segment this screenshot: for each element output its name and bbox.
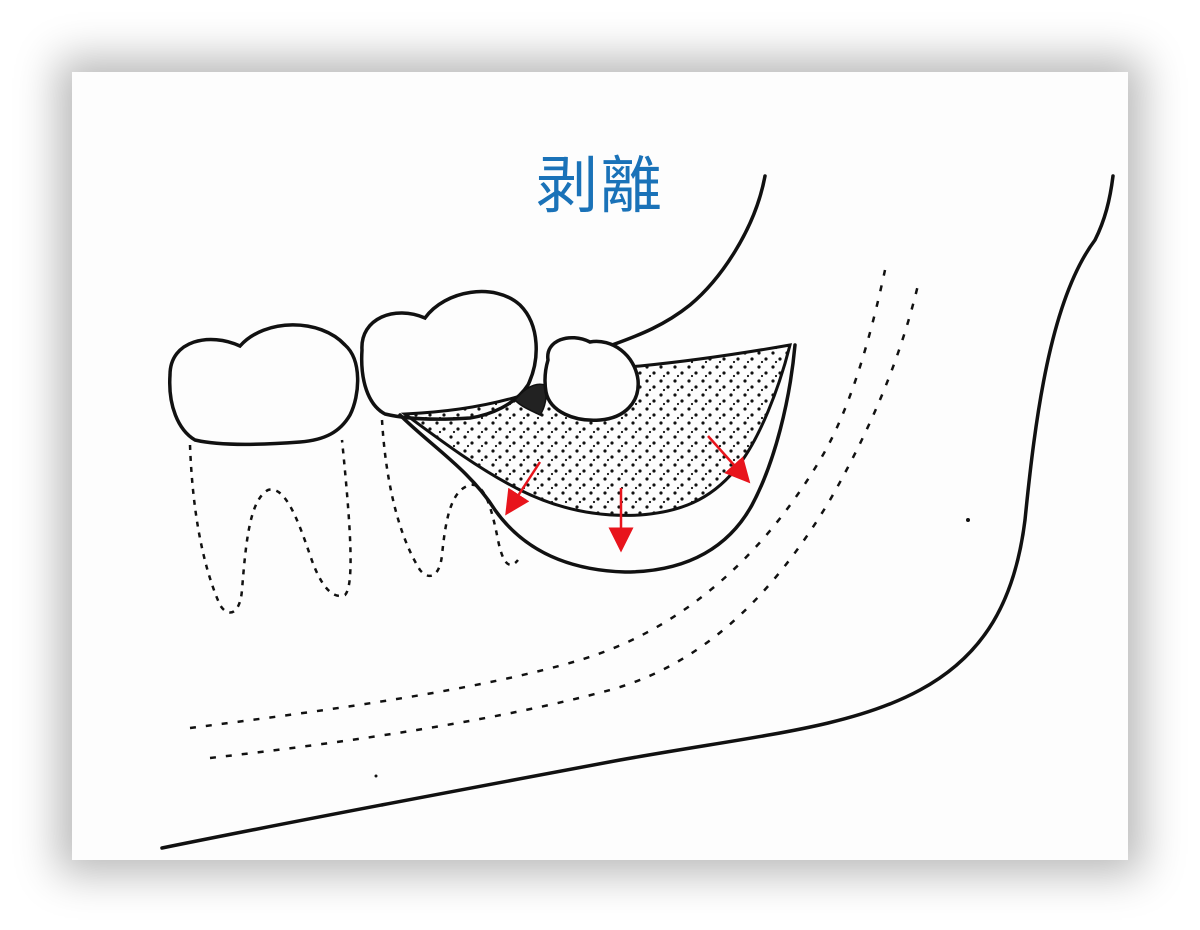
gingival-gap-shadow (514, 383, 547, 416)
arrow-1 (505, 461, 542, 516)
arrow-3 (707, 435, 751, 484)
diagram-title: 剥離 (535, 149, 664, 222)
molar-3-crown (543, 336, 640, 422)
mandible-outline (160, 174, 1115, 850)
ramus-anterior-border (610, 174, 767, 347)
ink-speck (374, 774, 378, 778)
cavity-outer-outline (398, 343, 797, 574)
canal-dotted-line-lower (209, 284, 920, 760)
molar-2-crown (359, 289, 538, 421)
molar-1-crown (168, 323, 360, 447)
ink-speck (966, 518, 970, 522)
molar-1-roots (188, 439, 352, 614)
